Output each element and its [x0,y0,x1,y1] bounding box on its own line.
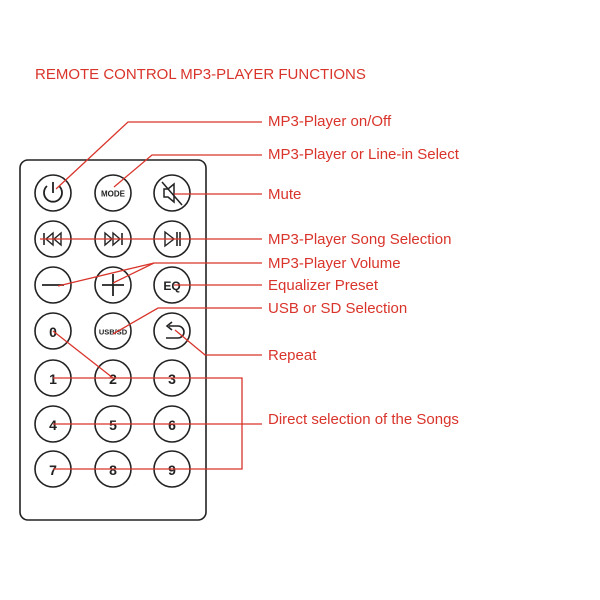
leader-digit-0 [52,330,114,379]
volume-up-button[interactable] [94,266,132,304]
callout-equalizer: Equalizer Preset [268,277,379,294]
leader-power [55,121,262,190]
mode-button[interactable]: MODE [94,174,132,212]
callout-usb-sd: USB or SD Selection [268,300,408,317]
callout-song-selection: MP3-Player Song Selection [268,231,452,248]
mute-icon [161,181,183,206]
usb-sd-button-label: USB/SD [99,328,128,337]
callout-volume: MP3-Player Volume [268,255,401,272]
digit-6-label: 6 [168,417,176,433]
eq-button-label: EQ [163,279,180,293]
callout-direct-selection: Direct selection of the Songs [268,411,459,428]
mode-button-label: MODE [101,190,126,199]
leader-mode [113,154,262,188]
digit-8-label: 8 [109,462,117,478]
digit-2-label: 2 [109,371,117,387]
power-icon [43,182,63,203]
callout-mute: Mute [268,186,302,203]
leader-lines [40,121,262,470]
diagram-title: REMOTE CONTROL MP3-PLAYER FUNCTIONS [35,66,366,83]
digit-1-label: 1 [49,371,57,387]
digit-0-label: 0 [49,324,57,340]
digit-3-label: 3 [168,371,176,387]
callout-repeat: Repeat [268,347,317,364]
volume-down-button[interactable] [34,266,72,304]
digit-5-label: 5 [109,417,117,433]
usb-sd-button[interactable]: USB/SD [94,312,132,350]
callout-mode: MP3-Player or Line-in Select [268,146,459,163]
repeat-button[interactable] [153,312,191,350]
digit-9-label: 9 [168,462,176,478]
digit-7-label: 7 [49,462,57,478]
leader-usb-sd [112,307,262,335]
plus-icon [102,274,124,296]
repeat-icon [165,321,185,339]
leader-repeat [174,329,262,356]
leader-volume-plus [112,262,155,284]
mute-button[interactable] [153,174,191,212]
eq-button[interactable]: EQ [153,266,191,304]
digit-4-label: 4 [49,417,57,433]
callout-power: MP3-Player on/Off [268,113,392,130]
